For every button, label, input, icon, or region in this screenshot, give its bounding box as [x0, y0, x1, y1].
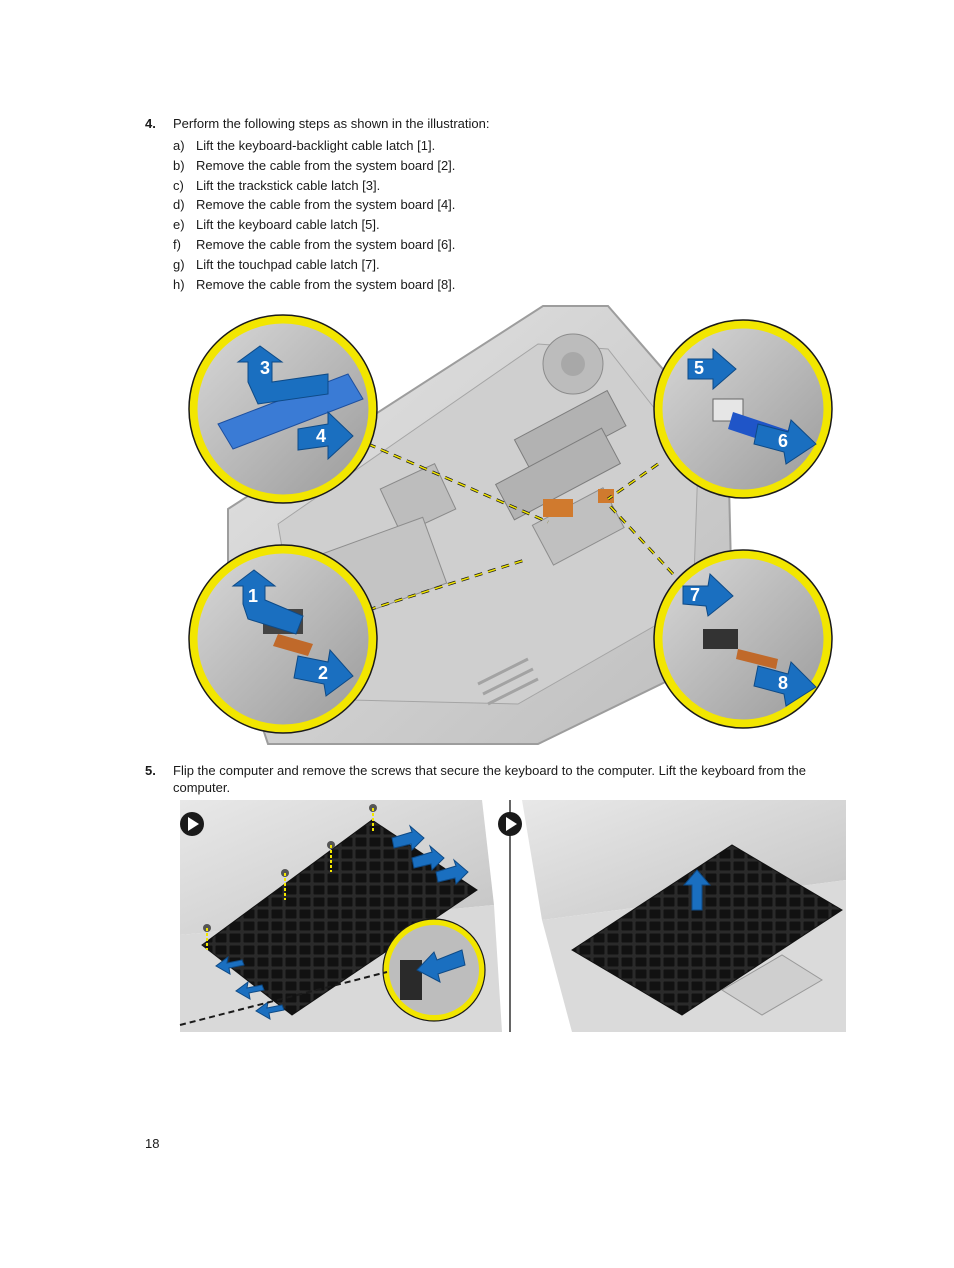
- cable-removal-illustration: 3 4 1 2 5 6 7 8: [188, 305, 833, 745]
- keyboard-screws-panel: [179, 800, 502, 1032]
- keyboard-removal-illustration: [179, 800, 846, 1032]
- callout-3-label: 3: [260, 358, 270, 378]
- substep: e)Lift the keyboard cable latch [5].: [173, 217, 380, 233]
- callout-2-label: 2: [318, 663, 328, 683]
- step-text: Flip the computer and remove the screws …: [173, 763, 806, 795]
- keyboard-lift-panel: [498, 800, 846, 1032]
- substep: f)Remove the cable from the system board…: [173, 236, 456, 252]
- callout-touchpad: 7 8: [653, 549, 833, 729]
- callout-6-label: 6: [778, 431, 788, 451]
- callout-7-label: 7: [690, 585, 700, 605]
- laptop-base: [227, 305, 735, 745]
- substep: d)Remove the cable from the system board…: [173, 197, 456, 213]
- callout-1-label: 1: [248, 586, 258, 606]
- step-text: Perform the following steps as shown in …: [173, 116, 490, 131]
- substep: b)Remove the cable from the system board…: [173, 157, 456, 173]
- callout-5-label: 5: [694, 358, 704, 378]
- callout-keyboard: 5 6: [653, 319, 833, 499]
- substep: h)Remove the cable from the system board…: [173, 276, 456, 292]
- callout-trackstick: 3 4: [188, 314, 378, 504]
- substep-list: a)Lift the keyboard-backlight cable latc…: [173, 137, 455, 295]
- substep: g)Lift the touchpad cable latch [7].: [173, 256, 380, 272]
- substep: c)Lift the trackstick cable latch [3].: [173, 177, 381, 193]
- step-number: 5.: [145, 763, 156, 778]
- step-number: 4.: [145, 116, 156, 131]
- callout-8-label: 8: [778, 673, 788, 693]
- page-number: 18: [145, 1136, 160, 1151]
- substep: a)Lift the keyboard-backlight cable latc…: [173, 138, 436, 153]
- callout-backlight: 1 2: [188, 544, 378, 734]
- callout-4-label: 4: [316, 426, 326, 446]
